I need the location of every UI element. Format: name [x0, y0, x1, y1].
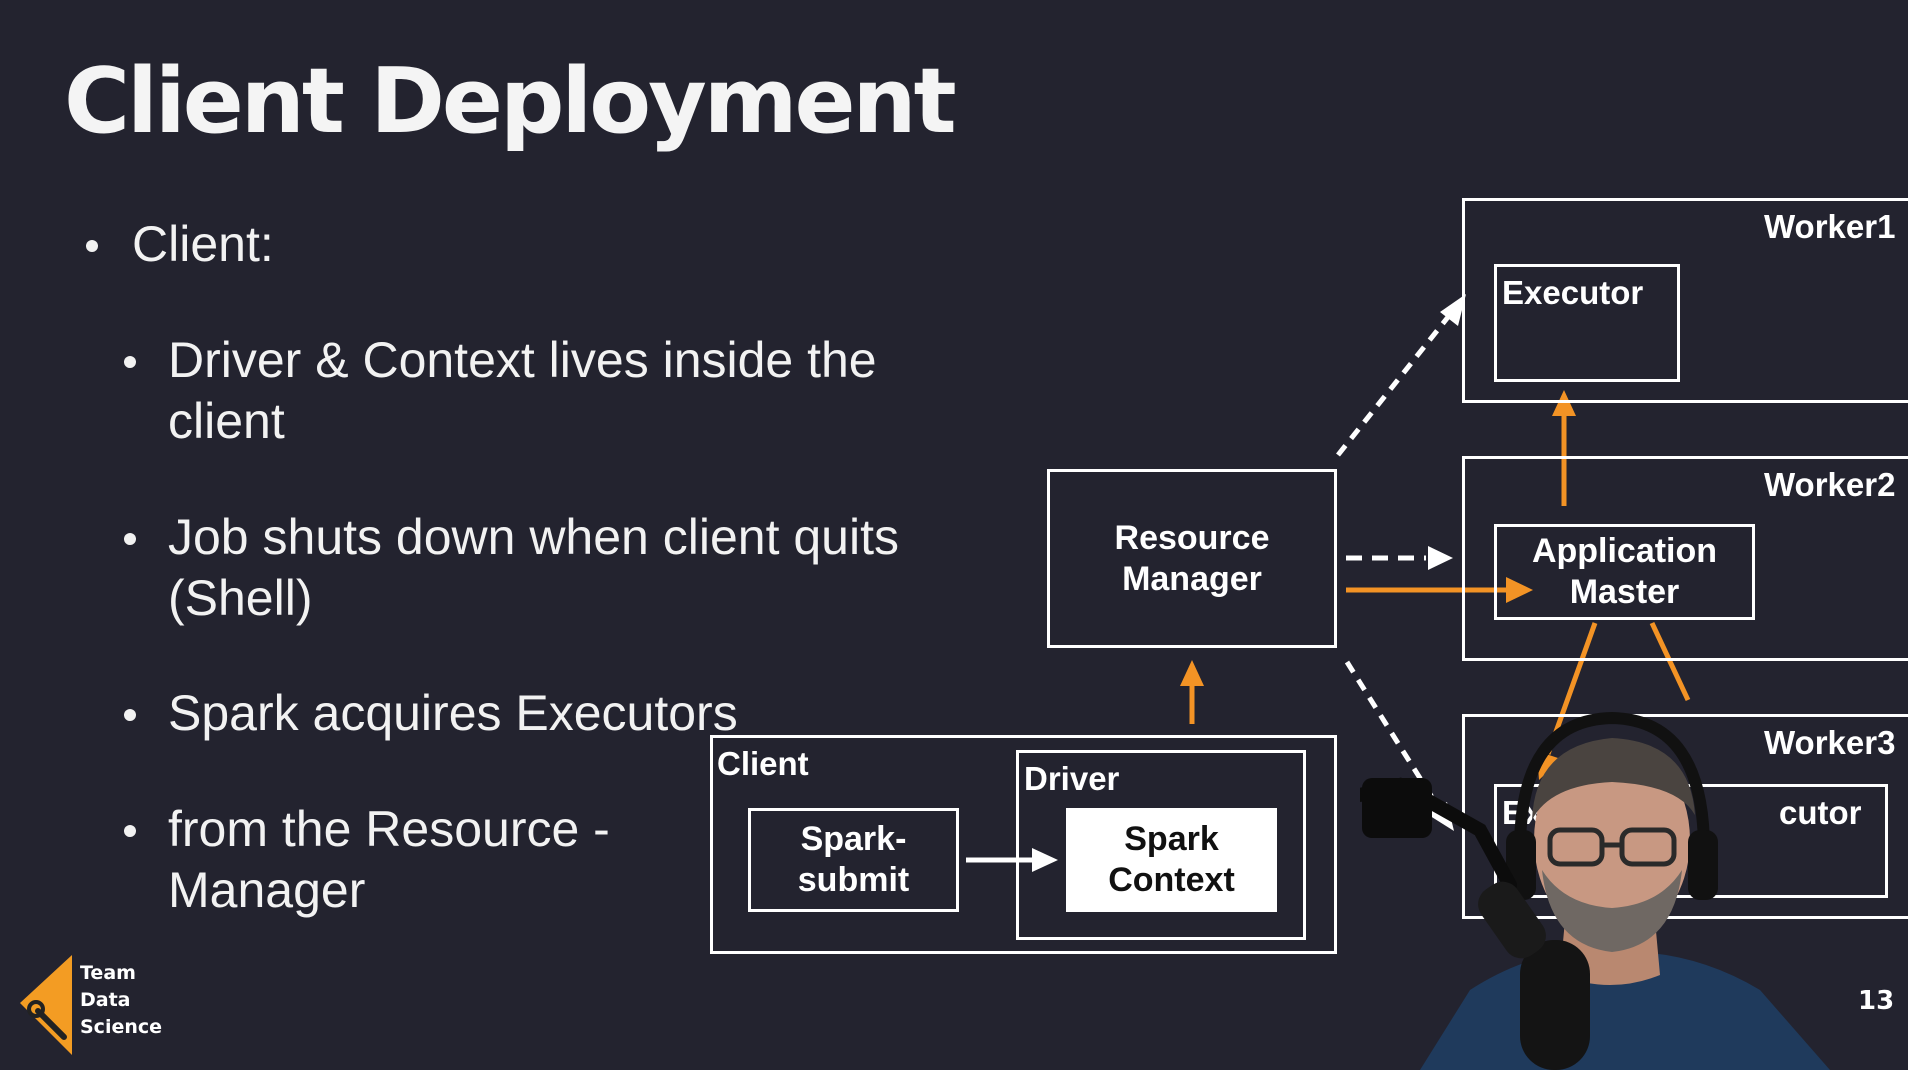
bullet-dot — [124, 533, 136, 545]
logo-line1: Team — [80, 962, 136, 984]
team-data-science-logo — [20, 955, 72, 1055]
logo-text: Team Data Science — [80, 960, 162, 1041]
arrow-rm-to-app-master — [1346, 577, 1533, 603]
bullet-text: Job shuts down when client quits — [168, 509, 899, 565]
wrench-icon — [27, 1000, 67, 1040]
worker2-label: Worker2 — [1764, 466, 1896, 503]
bullet-spark-acquires: Spark acquires Executors — [124, 683, 738, 744]
worker1-box — [1462, 198, 1908, 403]
resource-manager-box — [1047, 469, 1337, 648]
worker1-label: Worker1 — [1764, 208, 1896, 245]
client-box — [710, 735, 1337, 954]
application-master-box — [1494, 524, 1755, 620]
bullet-text: from the Resource - — [168, 801, 610, 857]
application-master-line2: Master — [1569, 573, 1680, 611]
spark-context-box — [1066, 808, 1277, 912]
resource-manager-line2: Manager — [1122, 559, 1262, 598]
spark-submit-line1: Spark- — [800, 820, 907, 858]
bullet-client: Client: — [86, 214, 274, 275]
presenter-webcam-icon — [1360, 711, 1830, 1070]
bullet-job-shuts-down: Job shuts down when client quits (Shell) — [124, 507, 899, 629]
spark-context-label: Spark Context — [1066, 808, 1277, 912]
bullet-driver-context: Driver & Context lives inside the client — [124, 330, 877, 452]
bullet-dot — [124, 825, 136, 837]
worker2-box — [1462, 456, 1908, 661]
client-label: Client — [717, 745, 809, 782]
page-number: 13 — [1858, 986, 1895, 1016]
bullet-text-cont: client — [168, 393, 285, 449]
slide-title: Client Deployment — [64, 49, 957, 154]
worker1-executor-label: Executor — [1502, 274, 1644, 311]
bullet-text-cont: Manager — [168, 862, 366, 918]
worker1-executor-box — [1494, 264, 1680, 382]
bullet-text: Spark acquires Executors — [168, 685, 738, 741]
spark-submit-label: Spark- submit — [748, 808, 959, 912]
driver-box — [1016, 750, 1306, 940]
bullet-text: Client: — [132, 216, 274, 272]
worker3-executor-label-right: cutor — [1779, 794, 1862, 831]
bullet-dot — [124, 709, 136, 721]
worker3-label: Worker3 — [1764, 724, 1896, 761]
bullet-dot — [86, 240, 98, 252]
bullet-dot — [124, 356, 136, 368]
logo-line2: Data — [80, 989, 131, 1011]
logo-line3: Science — [80, 1016, 163, 1038]
dashed-arrow-rm-to-worker1 — [1336, 294, 1466, 457]
spark-submit-box — [748, 808, 959, 912]
arrow-app-master-to-worker3-executor-2 — [1649, 621, 1691, 702]
dashed-arrow-rm-to-app-master — [1346, 546, 1453, 570]
application-master-line1: Application — [1531, 532, 1718, 570]
arrow-spark-submit-to-context — [966, 848, 1058, 872]
spark-context-line2: Context — [1108, 861, 1235, 899]
logo-shape — [20, 955, 72, 1055]
spark-context-line1: Spark — [1124, 820, 1219, 858]
bullet-resource-manager: from the Resource - Manager — [124, 799, 610, 921]
arrow-app-master-to-worker1-executor — [1552, 390, 1576, 506]
resource-manager-label: Resource Manager — [1047, 469, 1337, 648]
application-master-label: Application Master — [1494, 524, 1755, 620]
bullet-text-cont: (Shell) — [168, 570, 313, 626]
arrow-client-to-rm — [1180, 660, 1204, 724]
resource-manager-line1: Resource — [1114, 518, 1270, 557]
bullet-text: Driver & Context lives inside the — [168, 332, 877, 388]
spark-submit-line2: submit — [797, 861, 910, 899]
driver-label: Driver — [1024, 760, 1120, 797]
